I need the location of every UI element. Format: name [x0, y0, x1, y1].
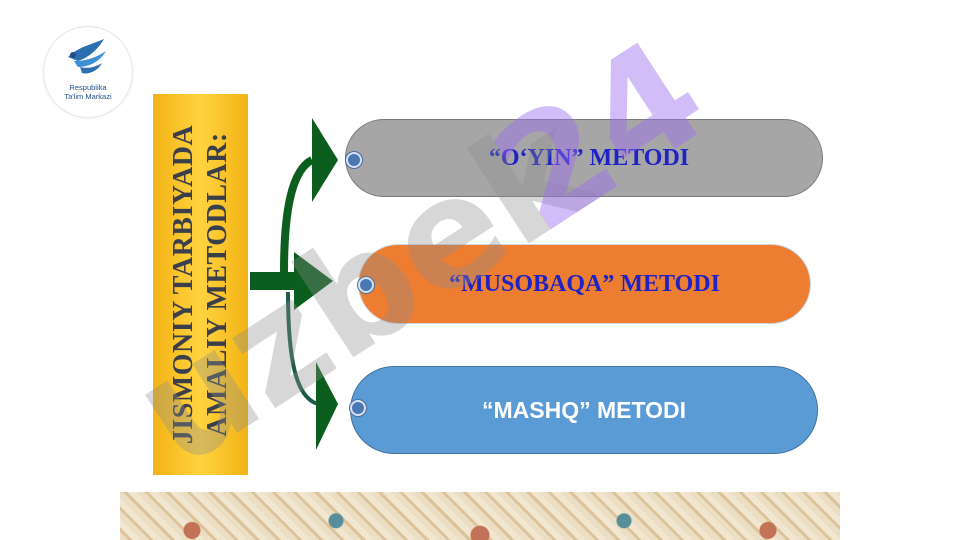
connector-dot-3: [350, 400, 366, 416]
heading-bar: JISMONIY TARBIYADA AMALIY METODLAR:: [153, 94, 248, 475]
connector-dot-2: [358, 277, 374, 293]
branch-arrow-top: [280, 156, 315, 273]
method-musobaqa: “MUSOBAQA” METODI: [358, 244, 811, 324]
dove-icon: [68, 39, 106, 74]
method-musobaqa-label: “MUSOBAQA” METODI: [449, 270, 720, 297]
branch-arrowhead-top: [312, 118, 338, 202]
logo: Respublika Ta'lim Markazi: [43, 26, 133, 118]
branch-arrow-bottom: [286, 291, 319, 406]
logo-line1: Respublika: [69, 83, 107, 92]
ornament-border: [120, 492, 840, 540]
method-mashq: “MASHQ” METODI: [350, 366, 818, 454]
method-mashq-label: “MASHQ” METODI: [481, 396, 687, 423]
branch-arrowhead-bottom: [316, 362, 338, 450]
method-oyin: “O‘YIN” METODI: [345, 119, 823, 197]
method-oyin-label: “O‘YIN” METODI: [488, 144, 690, 171]
connector-dot-1: [346, 152, 362, 168]
main-arrow: [250, 252, 333, 310]
logo-line2: Ta'lim Markazi: [64, 92, 112, 101]
